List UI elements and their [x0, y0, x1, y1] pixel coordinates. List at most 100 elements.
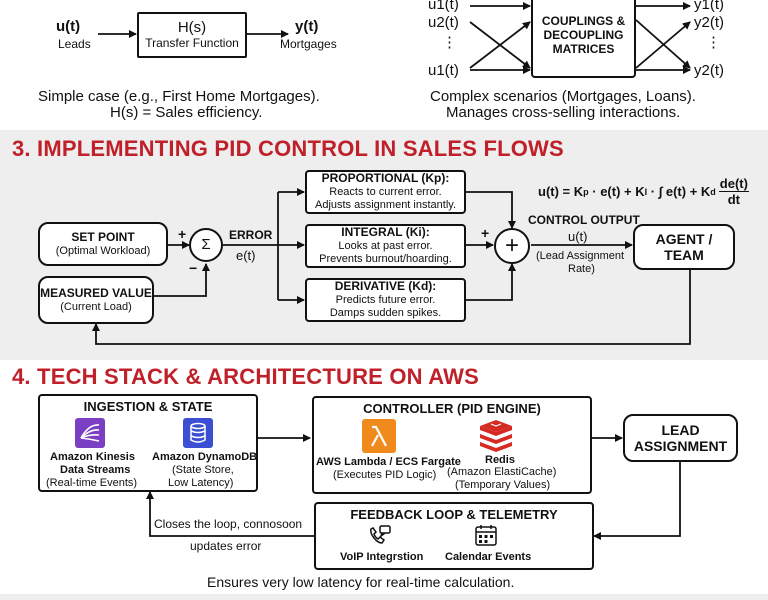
- derivative-box: DERIVATIVE (Kd): Predicts future error. …: [305, 278, 466, 322]
- ingestion-title: INGESTION & STATE: [83, 399, 213, 414]
- controller-pid-box: CONTROLLER (PID ENGINE): [312, 396, 592, 494]
- output-sum-plus-left: +: [481, 225, 490, 241]
- error-var: e(t): [236, 248, 256, 263]
- agent-label-1: AGENT /: [655, 230, 713, 247]
- loop-note-1: Closes the loop, connosoon: [154, 517, 303, 531]
- couplings-matrix-box: COUPLINGS & DECOUPLING MATRICES: [531, 0, 636, 78]
- siso-output-label: Mortgages: [280, 37, 337, 51]
- mimo-output-dots: ⋮: [706, 34, 721, 51]
- kinesis-name-1: Amazon Kinesis: [50, 451, 135, 463]
- siso-input-label: Leads: [58, 37, 91, 51]
- proportional-line1: Reacts to current error.: [329, 186, 442, 199]
- lambda-icon: [362, 419, 396, 453]
- matrix-label-3: MATRICES: [552, 41, 615, 56]
- integral-line2: Prevents burnout/hoarding.: [319, 252, 452, 265]
- loop-note-2: updates error: [190, 539, 262, 553]
- output-summing-junction: +: [494, 228, 530, 264]
- proportional-box: PROPORTIONAL (Kp): Reacts to current err…: [305, 170, 466, 214]
- lead-label-1: LEAD: [661, 421, 700, 438]
- formula-den: dt: [727, 192, 741, 207]
- agent-label-2: TEAM: [664, 247, 704, 263]
- dynamodb-icon: [183, 418, 213, 448]
- formula-mid2: · ∫ e(t) + K: [647, 184, 711, 199]
- phone-chat-icon: [368, 524, 392, 546]
- measured-value-sub: (Current Load): [60, 300, 132, 313]
- siso-output-var: y(t): [295, 18, 319, 35]
- formula-p: p: [583, 186, 589, 197]
- lead-label-2: ASSIGNMENT: [633, 438, 728, 454]
- dynamo-desc-2: Low Latency): [168, 477, 234, 489]
- footer-note: Ensures very low latency for real-time c…: [207, 574, 515, 590]
- proportional-line2: Adjusts assignment instantly.: [314, 198, 457, 211]
- tf-var: H(s): [177, 19, 207, 37]
- tf-label: Transfer Function: [145, 35, 239, 50]
- section3-title: 3. IMPLEMENTING PID CONTROL IN SALES FLO…: [12, 136, 564, 161]
- section4-title: 4. TECH STACK & ARCHITECTURE ON AWS: [12, 364, 479, 389]
- mimo-caption-2: Manages cross-selling interactions.: [446, 104, 681, 121]
- integral-line1: Looks at past error.: [338, 240, 433, 253]
- feedback-telemetry-box: FEEDBACK LOOP & TELEMETRY: [314, 502, 594, 570]
- controller-title: CONTROLLER (PID ENGINE): [363, 401, 541, 416]
- section4-bottom-strip: [0, 594, 768, 600]
- mimo-input-3: u1(t): [428, 62, 459, 79]
- error-label: ERROR: [229, 228, 273, 242]
- sigma-symbol: Σ: [201, 236, 211, 254]
- agent-team-box: AGENT / TEAM: [633, 224, 735, 270]
- set-point-sub: (Optimal Workload): [55, 244, 151, 257]
- sum-plus-sign: +: [178, 226, 187, 242]
- dynamo-name: Amazon DynamoDB: [152, 451, 258, 463]
- mimo-input-1: u1(t): [428, 0, 459, 13]
- sum-minus-sign: −: [189, 260, 198, 276]
- redis-name: Redis: [485, 454, 515, 466]
- derivative-title: DERIVATIVE (Kd):: [334, 279, 437, 294]
- derivative-line2: Damps sudden spikes.: [329, 306, 442, 319]
- calendar-label: Calendar Events: [445, 551, 532, 563]
- matrix-label-1: COUPLINGS &: [541, 14, 626, 29]
- control-output-sub-1: (Lead Assignment: [536, 250, 625, 262]
- output-sum-plus: +: [504, 232, 519, 259]
- mimo-output-1: y1(t): [694, 0, 724, 13]
- measured-value-label: MEASURED VALUE: [40, 285, 152, 300]
- mimo-input-dots: ⋮: [442, 34, 457, 51]
- lambda-desc: (Executes PID Logic): [333, 469, 437, 481]
- formula-mid1: · e(t) + K: [588, 184, 645, 199]
- control-output-var: u(t): [568, 229, 588, 244]
- matrix-label-2: DECOUPLING: [543, 28, 624, 43]
- kinesis-icon: [75, 418, 105, 448]
- proportional-title: PROPORTIONAL (Kp):: [321, 171, 450, 186]
- redis-desc-2: (Temporary Values): [455, 479, 551, 491]
- lambda-name: AWS Lambda / ECS Fargate: [316, 456, 461, 468]
- voip-label: VoIP Integrstion: [340, 551, 424, 563]
- transfer-function-box: H(s) Transfer Function: [137, 12, 247, 58]
- formula-lhs: u(t) = K: [538, 184, 584, 199]
- mimo-input-2: u2(t): [428, 14, 459, 31]
- integral-title: INTEGRAL (Ki):: [341, 225, 430, 240]
- mimo-output-2: y2(t): [694, 14, 724, 31]
- formula-fraction: de(t) dt: [718, 176, 749, 207]
- set-point-label: SET POINT: [71, 229, 135, 244]
- formula-d: d: [710, 186, 716, 197]
- ingestion-state-box: INGESTION & STATE: [38, 394, 258, 492]
- measured-value-box: MEASURED VALUE (Current Load): [38, 276, 154, 324]
- siso-input-var: u(t): [56, 18, 81, 35]
- siso-caption-2: H(s) = Sales efficiency.: [110, 104, 263, 121]
- redis-desc-1: (Amazon ElastiCache): [447, 466, 557, 478]
- feedback-title: FEEDBACK LOOP & TELEMETRY: [350, 507, 558, 522]
- siso-caption-1: Simple case (e.g., First Home Mortgages)…: [38, 88, 320, 105]
- error-summing-junction: Σ: [189, 228, 223, 262]
- mimo-output-3: y2(t): [694, 62, 724, 79]
- formula-num: de(t): [718, 176, 749, 192]
- calendar-icon: [474, 524, 498, 546]
- integral-box: INTEGRAL (Ki): Looks at past error. Prev…: [305, 224, 466, 268]
- dynamo-desc-1: (State Store,: [172, 464, 234, 476]
- set-point-box: SET POINT (Optimal Workload): [38, 222, 168, 266]
- kinesis-desc: (Real-time Events): [46, 477, 138, 489]
- mimo-caption-1: Complex scenarios (Mortgages, Loans).: [430, 88, 696, 105]
- lead-assignment-box: LEAD ASSIGNMENT: [623, 414, 738, 462]
- redis-icon: [478, 420, 514, 452]
- derivative-line1: Predicts future error.: [335, 294, 436, 307]
- kinesis-name-2: Data Streams: [60, 464, 131, 476]
- control-output-sub-2: Rate): [568, 263, 595, 275]
